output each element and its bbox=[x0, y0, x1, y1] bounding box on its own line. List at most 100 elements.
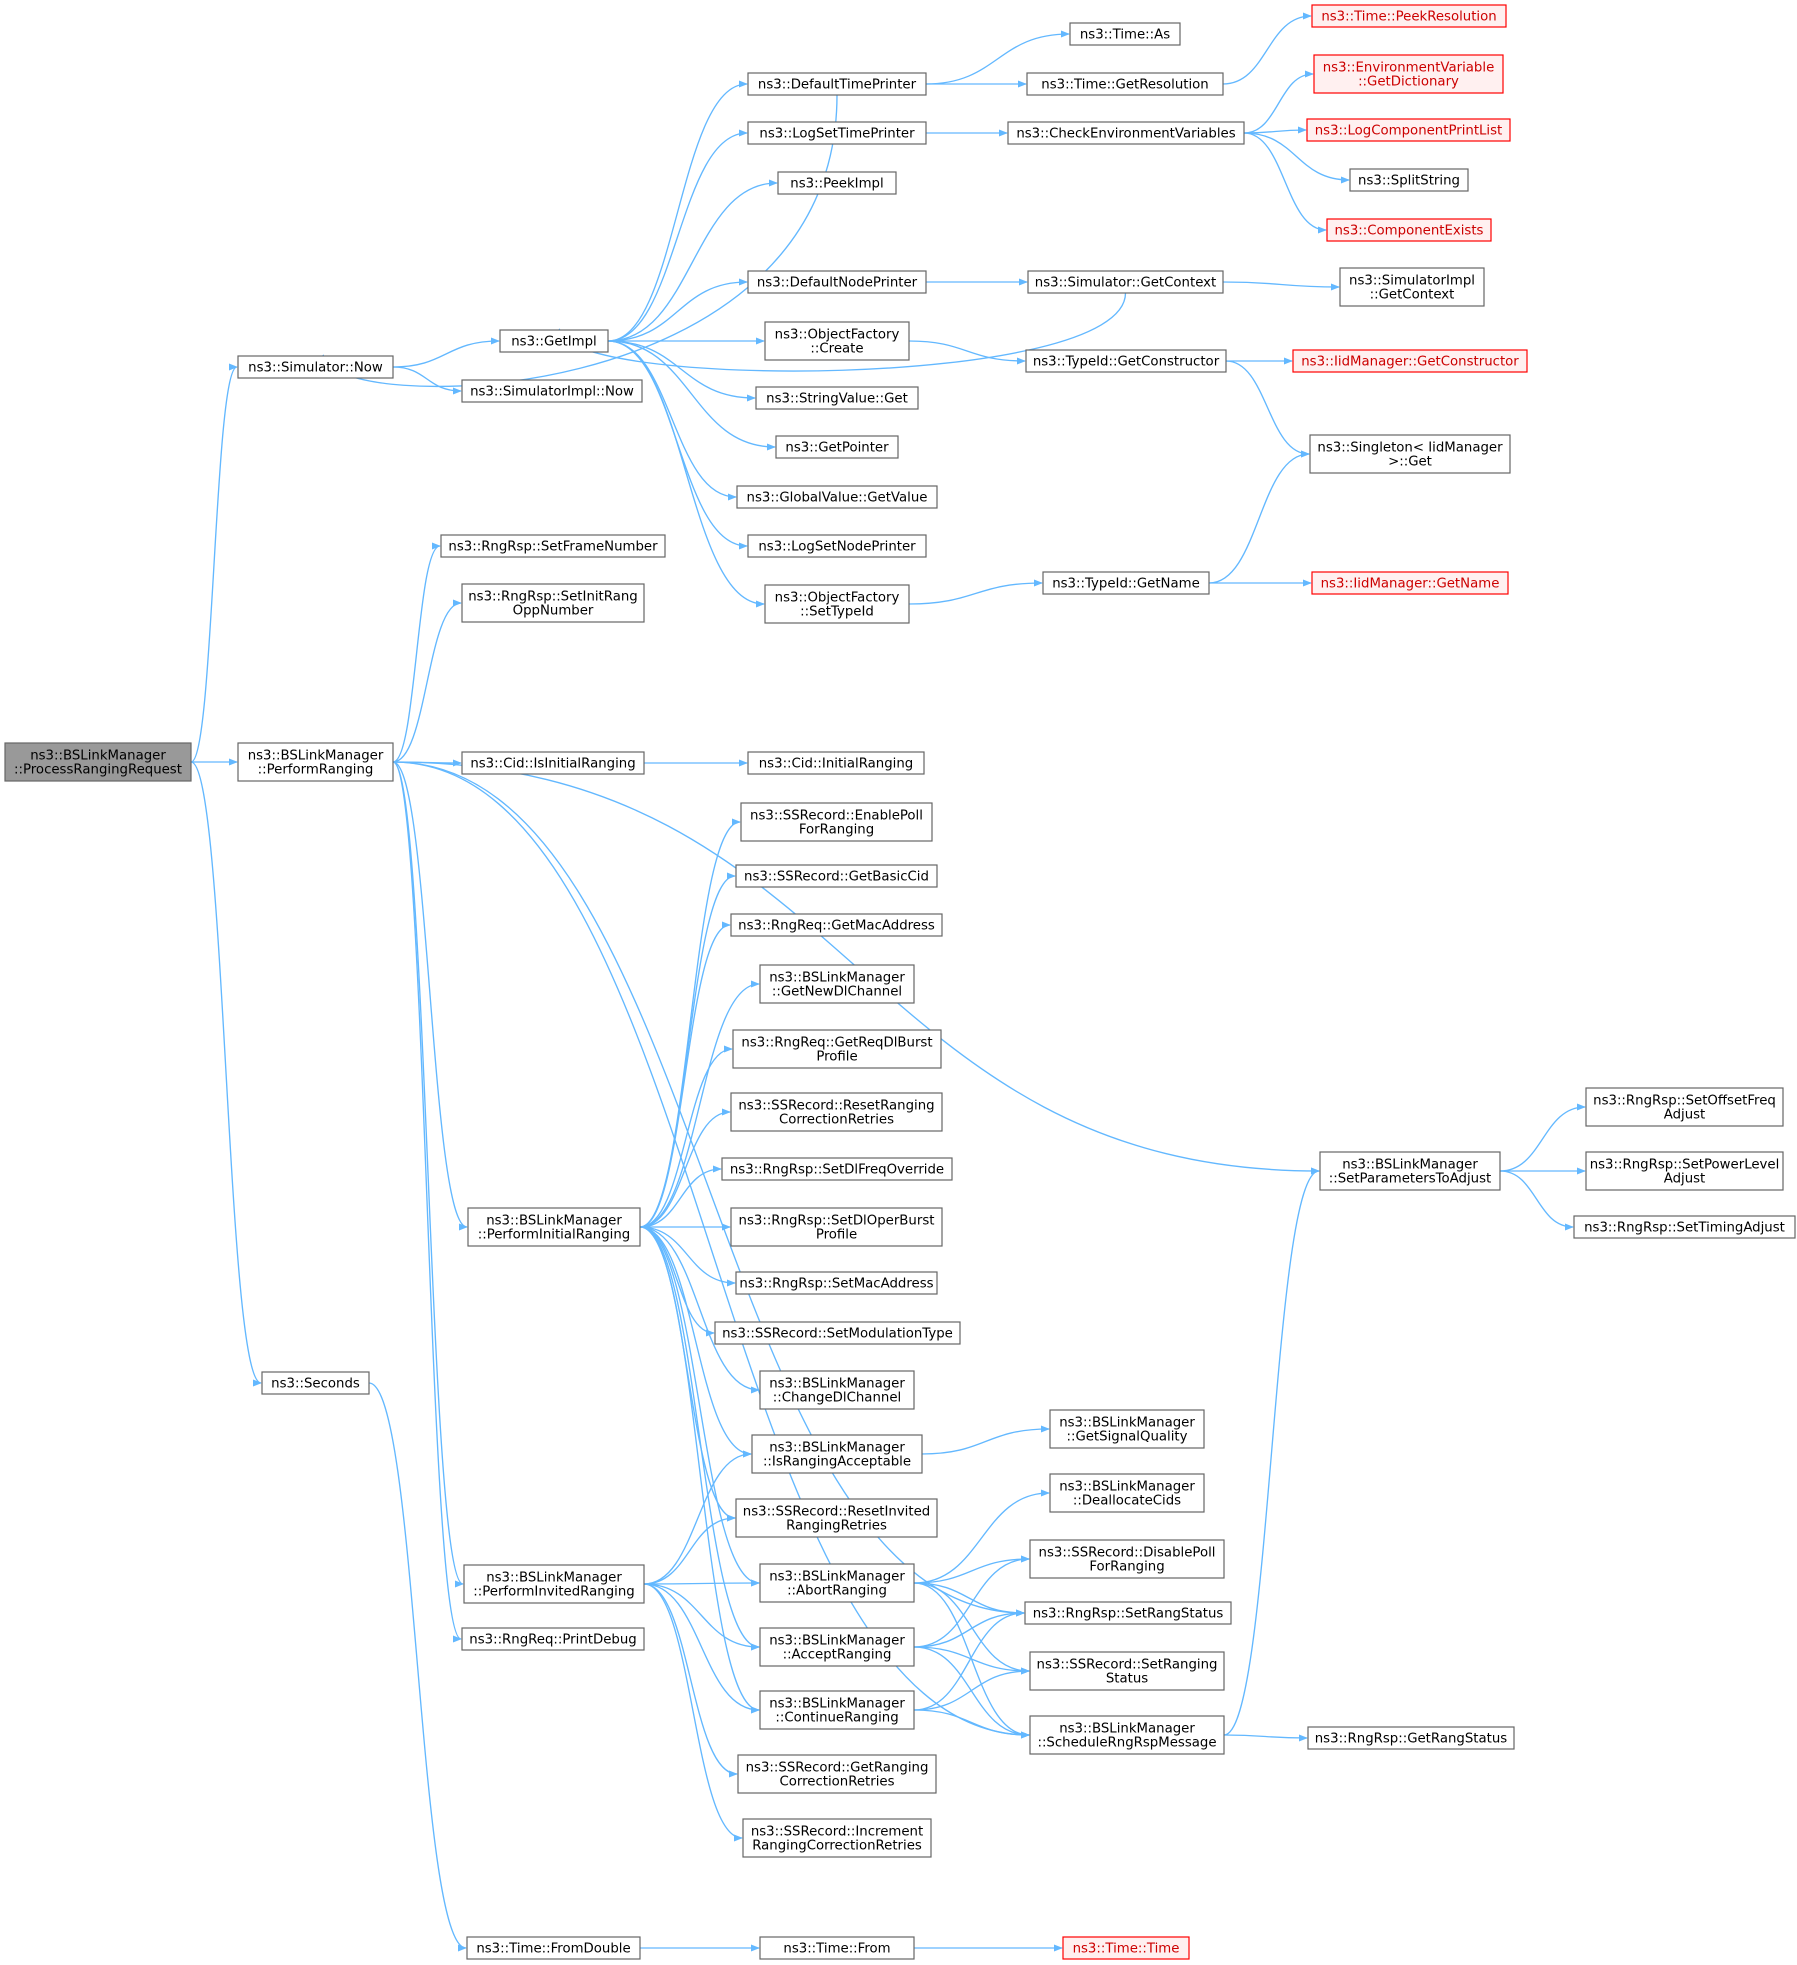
function-node-time-time[interactable]: ns3::Time::Time bbox=[1062, 1936, 1190, 1960]
function-node-ss-resetinvited[interactable]: ns3::SSRecord::ResetInvitedRangingRetrie… bbox=[735, 1498, 938, 1538]
node-label: ns3::BSLinkManager bbox=[769, 1570, 905, 1585]
node-label: ns3::BSLinkManager bbox=[486, 1571, 622, 1586]
function-node-getimpl[interactable]: ns3::GetImpl bbox=[499, 329, 609, 353]
function-node-sim-getcontext[interactable]: ns3::Simulator::GetContext bbox=[1027, 270, 1224, 294]
node-box bbox=[747, 121, 927, 145]
function-node-bs-getnewdl[interactable]: ns3::BSLinkManager::GetNewDlChannel bbox=[759, 964, 915, 1004]
function-node-splitstring[interactable]: ns3::SplitString bbox=[1349, 168, 1469, 192]
node-box bbox=[1339, 267, 1485, 307]
function-node-rq-getmac[interactable]: ns3::RngReq::GetMacAddress bbox=[730, 913, 943, 937]
function-node-rr-getrangstatus[interactable]: ns3::RngRsp::GetRangStatus bbox=[1307, 1726, 1515, 1750]
function-node-time-from[interactable]: ns3::Time::From bbox=[759, 1936, 915, 1960]
function-node-sim-now[interactable]: ns3::Simulator::Now bbox=[237, 355, 394, 379]
node-label: ns3::LogSetTimePrinter bbox=[759, 127, 915, 142]
function-node-ss-setmod[interactable]: ns3::SSRecord::SetModulationType bbox=[714, 1321, 961, 1345]
call-edge-def-time-printer-to-time-as bbox=[925, 30, 1070, 85]
function-node-iid-getname[interactable]: ns3::IidManager::GetName bbox=[1311, 571, 1509, 595]
function-node-rr-settiming[interactable]: ns3::RngRsp::SetTimingAdjust bbox=[1573, 1215, 1796, 1239]
function-node-objfac-create[interactable]: ns3::ObjectFactory::Create bbox=[764, 321, 910, 361]
function-node-simimpl-now[interactable]: ns3::SimulatorImpl::Now bbox=[461, 379, 643, 403]
node-label: ns3::LogSetNodePrinter bbox=[758, 540, 916, 555]
function-node-objfac-settype[interactable]: ns3::ObjectFactory::SetTypeId bbox=[764, 584, 910, 624]
function-node-logset-time[interactable]: ns3::LogSetTimePrinter bbox=[747, 121, 927, 145]
node-label: ::PerformRanging bbox=[258, 763, 374, 778]
node-label: ns3::RngRsp::SetInitRang bbox=[468, 590, 638, 605]
function-node-peekimpl[interactable]: ns3::PeekImpl bbox=[777, 171, 897, 195]
function-node-rr-setframe[interactable]: ns3::RngRsp::SetFrameNumber bbox=[440, 534, 666, 558]
node-box bbox=[777, 171, 897, 195]
function-node-def-node-printer[interactable]: ns3::DefaultNodePrinter bbox=[747, 270, 927, 294]
node-label: ns3::GlobalValue::GetValue bbox=[747, 491, 928, 506]
function-node-bs-changedl[interactable]: ns3::BSLinkManager::ChangeDlChannel bbox=[759, 1370, 915, 1410]
function-node-rr-setrangstatus[interactable]: ns3::RngRsp::SetRangStatus bbox=[1024, 1601, 1232, 1625]
function-node-ss-getbasiccid[interactable]: ns3::SSRecord::GetBasicCid bbox=[735, 864, 938, 888]
node-box bbox=[755, 386, 919, 410]
function-node-rr-setmac[interactable]: ns3::RngRsp::SetMacAddress bbox=[735, 1271, 938, 1295]
function-node-time-peekres[interactable]: ns3::Time::PeekResolution bbox=[1311, 4, 1507, 28]
function-node-cid-isinit[interactable]: ns3::Cid::IsInitialRanging bbox=[461, 751, 645, 775]
node-box bbox=[1311, 571, 1509, 595]
function-node-bs-continue[interactable]: ns3::BSLinkManager::ContinueRanging bbox=[759, 1690, 915, 1730]
node-label: ns3::SSRecord::ResetRanging bbox=[738, 1099, 934, 1114]
function-node-cid-initial[interactable]: ns3::Cid::InitialRanging bbox=[747, 751, 925, 775]
node-label: Adjust bbox=[1664, 1172, 1706, 1187]
function-node-iid-getctor[interactable]: ns3::IidManager::GetConstructor bbox=[1292, 349, 1528, 373]
node-box bbox=[721, 1157, 953, 1181]
node-label: ns3::BSLinkManager bbox=[769, 971, 905, 986]
function-node-perf-rang[interactable]: ns3::BSLinkManager::PerformRanging bbox=[237, 742, 394, 782]
function-node-check-env[interactable]: ns3::CheckEnvironmentVariables bbox=[1007, 121, 1245, 145]
function-node-def-time-printer[interactable]: ns3::DefaultTimePrinter bbox=[747, 72, 927, 96]
node-label: ns3::RngReq::PrintDebug bbox=[469, 1633, 636, 1648]
function-node-bs-israngacc[interactable]: ns3::BSLinkManager::IsRangingAcceptable bbox=[751, 1434, 923, 1474]
function-node-gv-getvalue[interactable]: ns3::GlobalValue::GetValue bbox=[736, 485, 938, 509]
function-node-typeid-getctor[interactable]: ns3::TypeId::GetConstructor bbox=[1025, 349, 1227, 373]
function-node-bs-dealloc[interactable]: ns3::BSLinkManager::DeallocateCids bbox=[1049, 1473, 1205, 1513]
call-edge-perf-rang-to-perf-invited bbox=[392, 761, 464, 1588]
node-label: ::AcceptRanging bbox=[783, 1648, 892, 1663]
function-node-logset-node[interactable]: ns3::LogSetNodePrinter bbox=[747, 534, 927, 558]
function-node-time-as[interactable]: ns3::Time::As bbox=[1069, 22, 1181, 46]
function-node-seconds[interactable]: ns3::Seconds bbox=[261, 1371, 370, 1395]
node-label: ns3::RngRsp::SetPowerLevel bbox=[1590, 1158, 1780, 1173]
function-node-time-fromdouble[interactable]: ns3::Time::FromDouble bbox=[466, 1936, 641, 1960]
function-node-simimpl-getctx[interactable]: ns3::SimulatorImpl::GetContext bbox=[1339, 267, 1485, 307]
function-node-rq-printdebug[interactable]: ns3::RngReq::PrintDebug bbox=[461, 1627, 645, 1651]
function-node-env-getdict[interactable]: ns3::EnvironmentVariable::GetDictionary bbox=[1313, 54, 1504, 94]
call-edge-objfac-create-to-typeid-getctor bbox=[908, 340, 1026, 365]
node-box bbox=[1349, 168, 1469, 192]
function-node-bs-schedule[interactable]: ns3::BSLinkManager::ScheduleRngRspMessag… bbox=[1029, 1715, 1225, 1755]
call-edge-getimpl-to-strval-get bbox=[607, 340, 756, 402]
function-node-strval-get[interactable]: ns3::StringValue::Get bbox=[755, 386, 919, 410]
node-label: ns3::Singleton< IidManager bbox=[1317, 441, 1503, 456]
function-node-typeid-getname[interactable]: ns3::TypeId::GetName bbox=[1042, 571, 1210, 595]
node-label: ns3::SSRecord::GetBasicCid bbox=[744, 870, 929, 885]
function-node-ss-getrangcorr[interactable]: ns3::SSRecord::GetRangingCorrectionRetri… bbox=[737, 1754, 937, 1794]
call-edge-seconds-to-time-fromdouble bbox=[368, 1382, 467, 1952]
function-node-singleton-get[interactable]: ns3::Singleton< IidManager>::Get bbox=[1309, 434, 1511, 474]
function-node-comp-exists[interactable]: ns3::ComponentExists bbox=[1326, 218, 1492, 242]
function-node-bs-accept[interactable]: ns3::BSLinkManager::AcceptRanging bbox=[759, 1627, 915, 1667]
function-node-perf-init[interactable]: ns3::BSLinkManager::PerformInitialRangin… bbox=[467, 1207, 641, 1247]
function-node-bs-getsignal[interactable]: ns3::BSLinkManager::GetSignalQuality bbox=[1049, 1409, 1205, 1449]
function-node-ss-incrangcorr[interactable]: ns3::SSRecord::IncrementRangingCorrectio… bbox=[742, 1818, 932, 1858]
function-node-perf-invited[interactable]: ns3::BSLinkManager::PerformInvitedRangin… bbox=[463, 1564, 645, 1604]
function-node-bs-setparams[interactable]: ns3::BSLinkManager::SetParametersToAdjus… bbox=[1319, 1151, 1501, 1191]
node-label: ns3::RngRsp::SetTimingAdjust bbox=[1584, 1221, 1785, 1236]
call-edge-perf-init-to-bs-getnewdl bbox=[639, 980, 760, 1228]
function-node-bs-abort[interactable]: ns3::BSLinkManager::AbortRanging bbox=[759, 1563, 915, 1603]
function-node-rr-setdlfreq[interactable]: ns3::RngRsp::SetDlFreqOverride bbox=[721, 1157, 953, 1181]
function-node-logcomp-print[interactable]: ns3::LogComponentPrintList bbox=[1306, 118, 1511, 142]
node-label: ns3::ObjectFactory bbox=[775, 591, 900, 606]
function-node-getpointer[interactable]: ns3::GetPointer bbox=[775, 435, 899, 459]
function-node-ss-resetrangcorr[interactable]: ns3::SSRecord::ResetRangingCorrectionRet… bbox=[730, 1092, 943, 1132]
function-node-time-getres[interactable]: ns3::Time::GetResolution bbox=[1026, 72, 1224, 96]
node-box bbox=[759, 1627, 915, 1667]
